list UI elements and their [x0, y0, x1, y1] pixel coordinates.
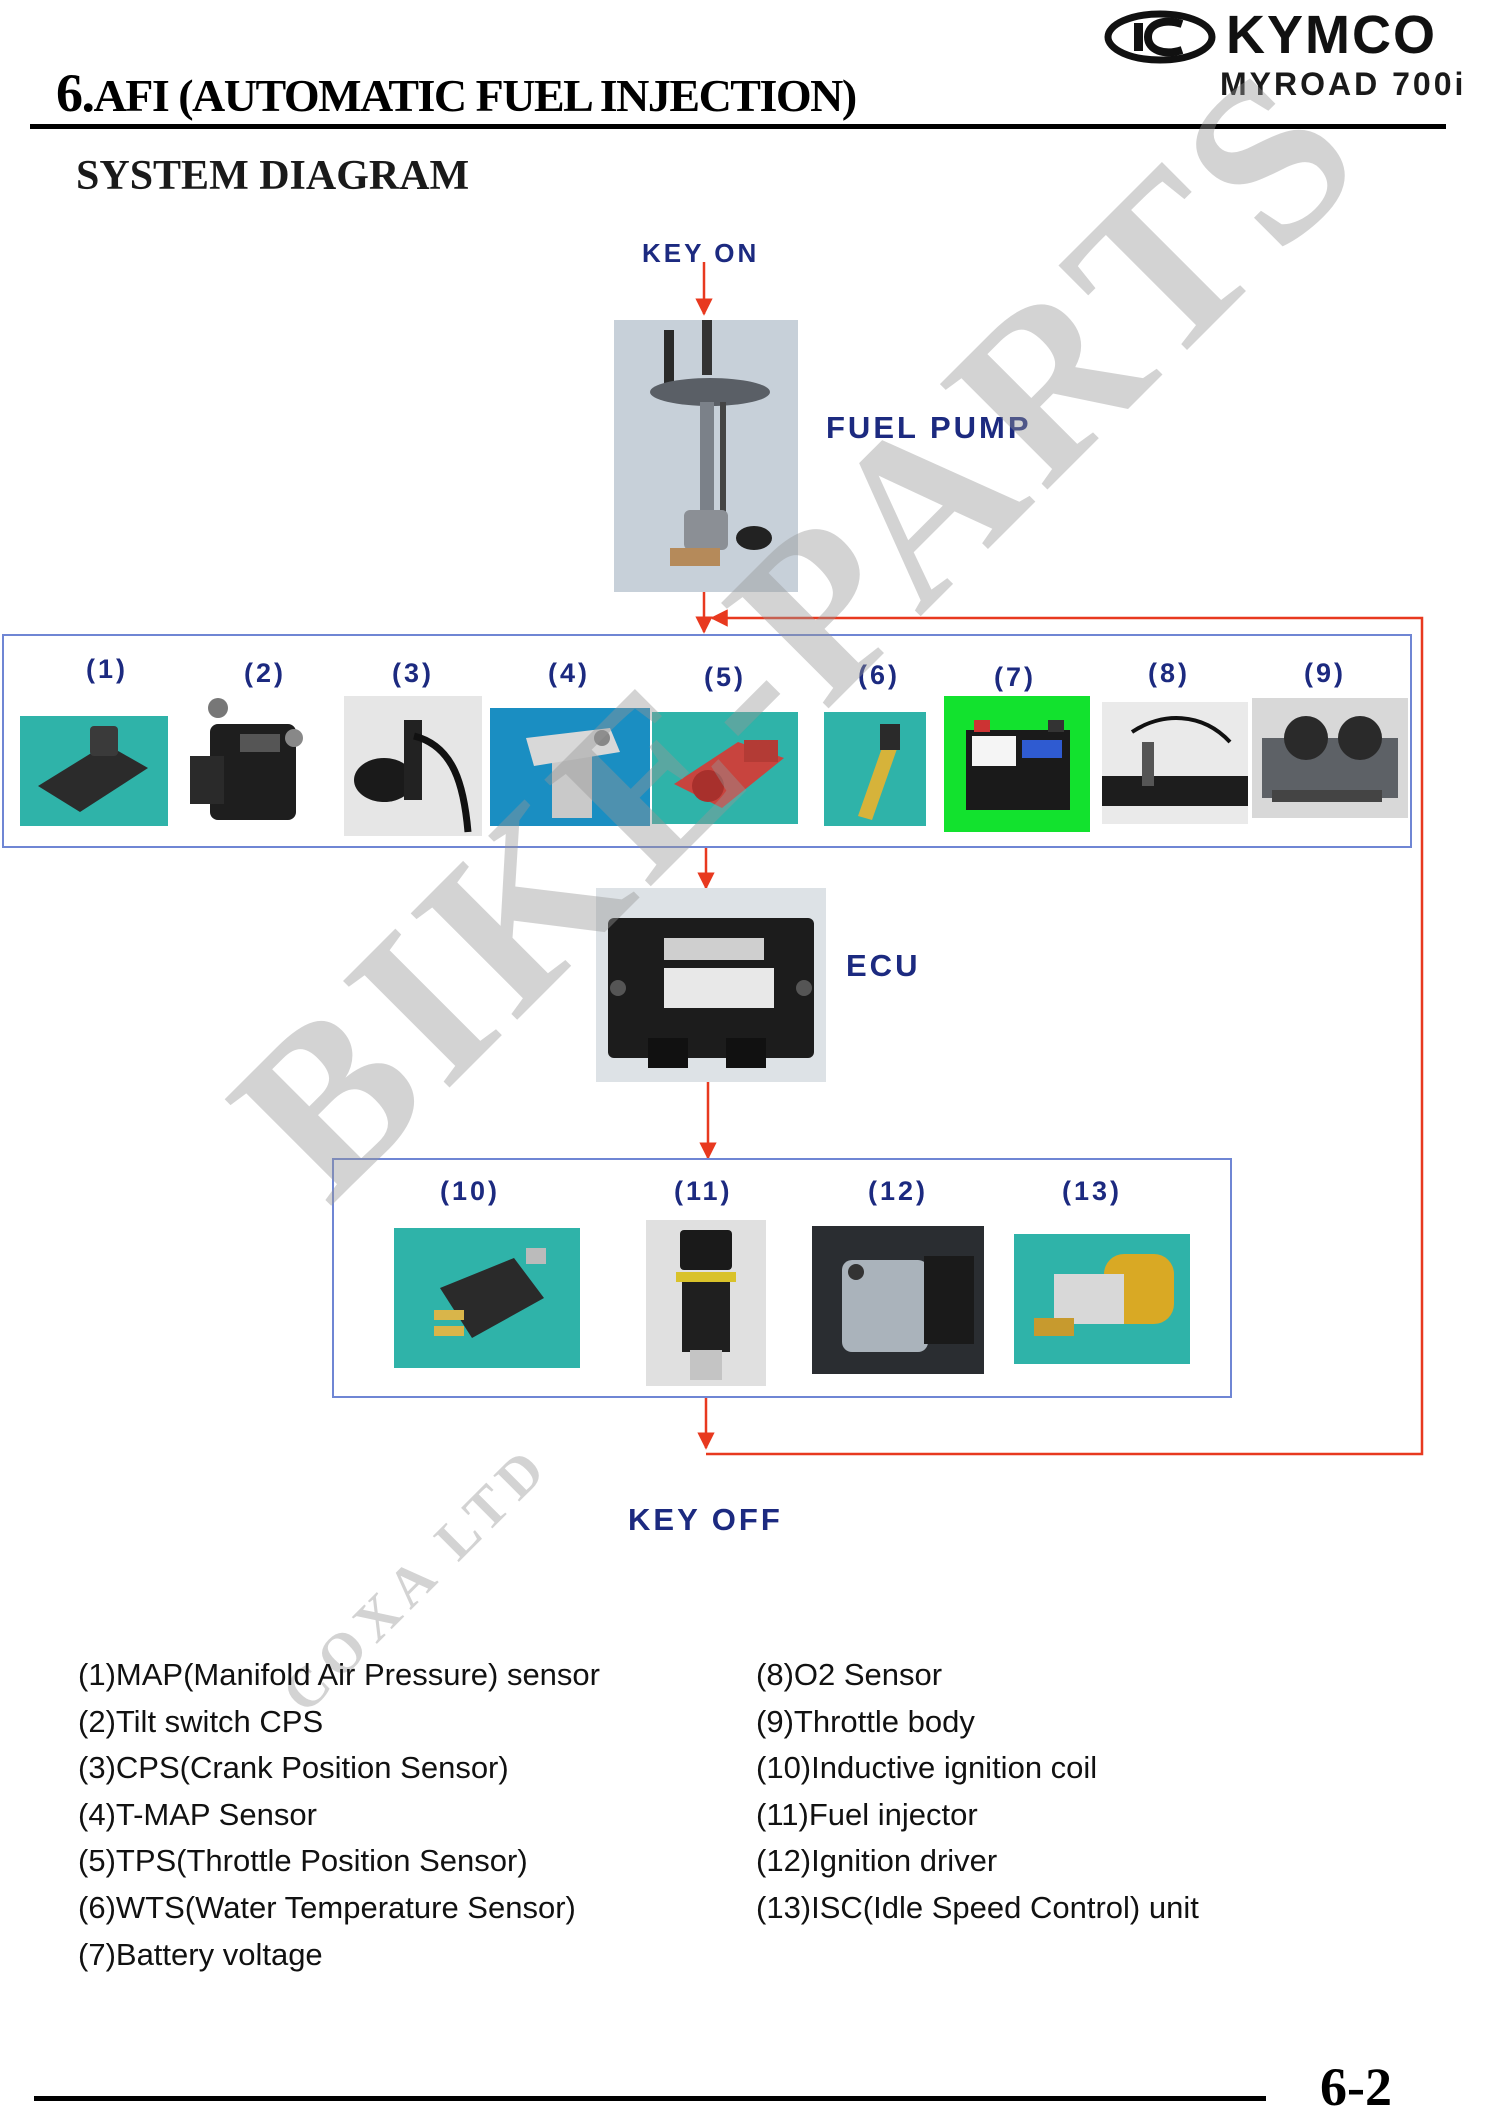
outputs-group	[332, 1158, 1232, 1398]
input-label-1: (1)	[86, 654, 128, 684]
input-label-3: (3)	[392, 658, 434, 688]
brand-logo: KYMCO	[1104, 4, 1464, 74]
section-title: SYSTEM DIAGRAM	[76, 153, 470, 199]
legend-right-column: (8)O2 Sensor (9)Throttle body (10)Induct…	[756, 1652, 1199, 1932]
input-label-7: (7)	[994, 662, 1036, 692]
legend-item: (5)TPS(Throttle Position Sensor)	[78, 1843, 528, 1879]
tps-sensor-photo	[652, 712, 798, 824]
input-label-6: (6)	[858, 660, 900, 690]
inputs-group	[2, 634, 1412, 848]
diagram-connectors	[695, 262, 1424, 1456]
crank-sensor-photo	[344, 696, 482, 836]
legend-item: (2)Tilt switch CPS	[78, 1703, 324, 1739]
legend-left-column: (1)MAP(Manifold Air Pressure) sensor (2)…	[78, 1652, 600, 1978]
legend-item: (7)Battery voltage	[78, 1936, 323, 1972]
output-label-11: (11)	[674, 1176, 733, 1206]
footer-rule	[34, 2096, 1266, 2101]
fuel-pump-photo	[614, 320, 798, 592]
ecu-photo	[596, 888, 826, 1082]
legend-item: (9)Throttle body	[756, 1703, 975, 1739]
map-sensor-photo	[20, 716, 168, 826]
chapter-title: AFI (AUTOMATIC FUEL INJECTION)	[93, 70, 858, 121]
ignition-coil-photo	[394, 1228, 580, 1368]
legend-item: (11)Fuel injector	[756, 1796, 978, 1832]
chapter-number: 6.	[56, 63, 95, 123]
legend-item: (1)MAP(Manifold Air Pressure) sensor	[78, 1657, 600, 1692]
model-name: MYROAD 700i	[1220, 66, 1467, 102]
legend-item: (13)ISC(Idle Speed Control) unit	[756, 1889, 1199, 1925]
output-label-12: (12)	[868, 1176, 929, 1206]
input-label-5: (5)	[704, 662, 746, 692]
fuel-pump-label: FUEL PUMP	[826, 410, 1032, 445]
legend-item: (3)CPS(Crank Position Sensor)	[78, 1750, 509, 1786]
water-temp-sensor-photo	[824, 712, 926, 826]
tilt-switch-photo	[182, 694, 318, 840]
isc-unit-photo	[1014, 1234, 1190, 1364]
input-label-4: (4)	[548, 658, 590, 688]
brand-name: KYMCO	[1226, 5, 1437, 65]
key-off-label: KEY OFF	[628, 1502, 783, 1537]
battery-photo	[944, 696, 1090, 832]
feedback-loop-line	[706, 609, 1424, 1456]
throttle-body-photo	[1252, 698, 1408, 818]
ecu-label: ECU	[846, 948, 921, 983]
output-label-10: (10)	[440, 1176, 501, 1206]
legend-item: (6)WTS(Water Temperature Sensor)	[78, 1889, 576, 1925]
legend-item: (12)Ignition driver	[756, 1843, 998, 1879]
o2-sensor-photo	[1102, 702, 1248, 824]
page-number: 6-2	[1320, 2057, 1392, 2117]
input-label-2: (2)	[244, 658, 286, 688]
fuel-injector-photo	[646, 1220, 766, 1386]
output-label-13: (13)	[1062, 1176, 1123, 1206]
legend-item: (4)T-MAP Sensor	[78, 1796, 317, 1832]
kymco-logo-icon	[1104, 10, 1216, 64]
tmap-sensor-photo	[490, 708, 650, 826]
key-on-label: KEY ON	[642, 238, 760, 268]
input-label-8: (8)	[1148, 658, 1190, 688]
legend-item: (10)Inductive ignition coil	[756, 1750, 1098, 1786]
legend-item: (8)O2 Sensor	[756, 1657, 943, 1692]
ignition-driver-photo	[812, 1226, 984, 1374]
header-rule	[30, 124, 1446, 129]
input-label-9: (9)	[1304, 658, 1346, 688]
chapter-heading: 6.AFI (AUTOMATIC FUEL INJECTION)	[56, 62, 858, 124]
